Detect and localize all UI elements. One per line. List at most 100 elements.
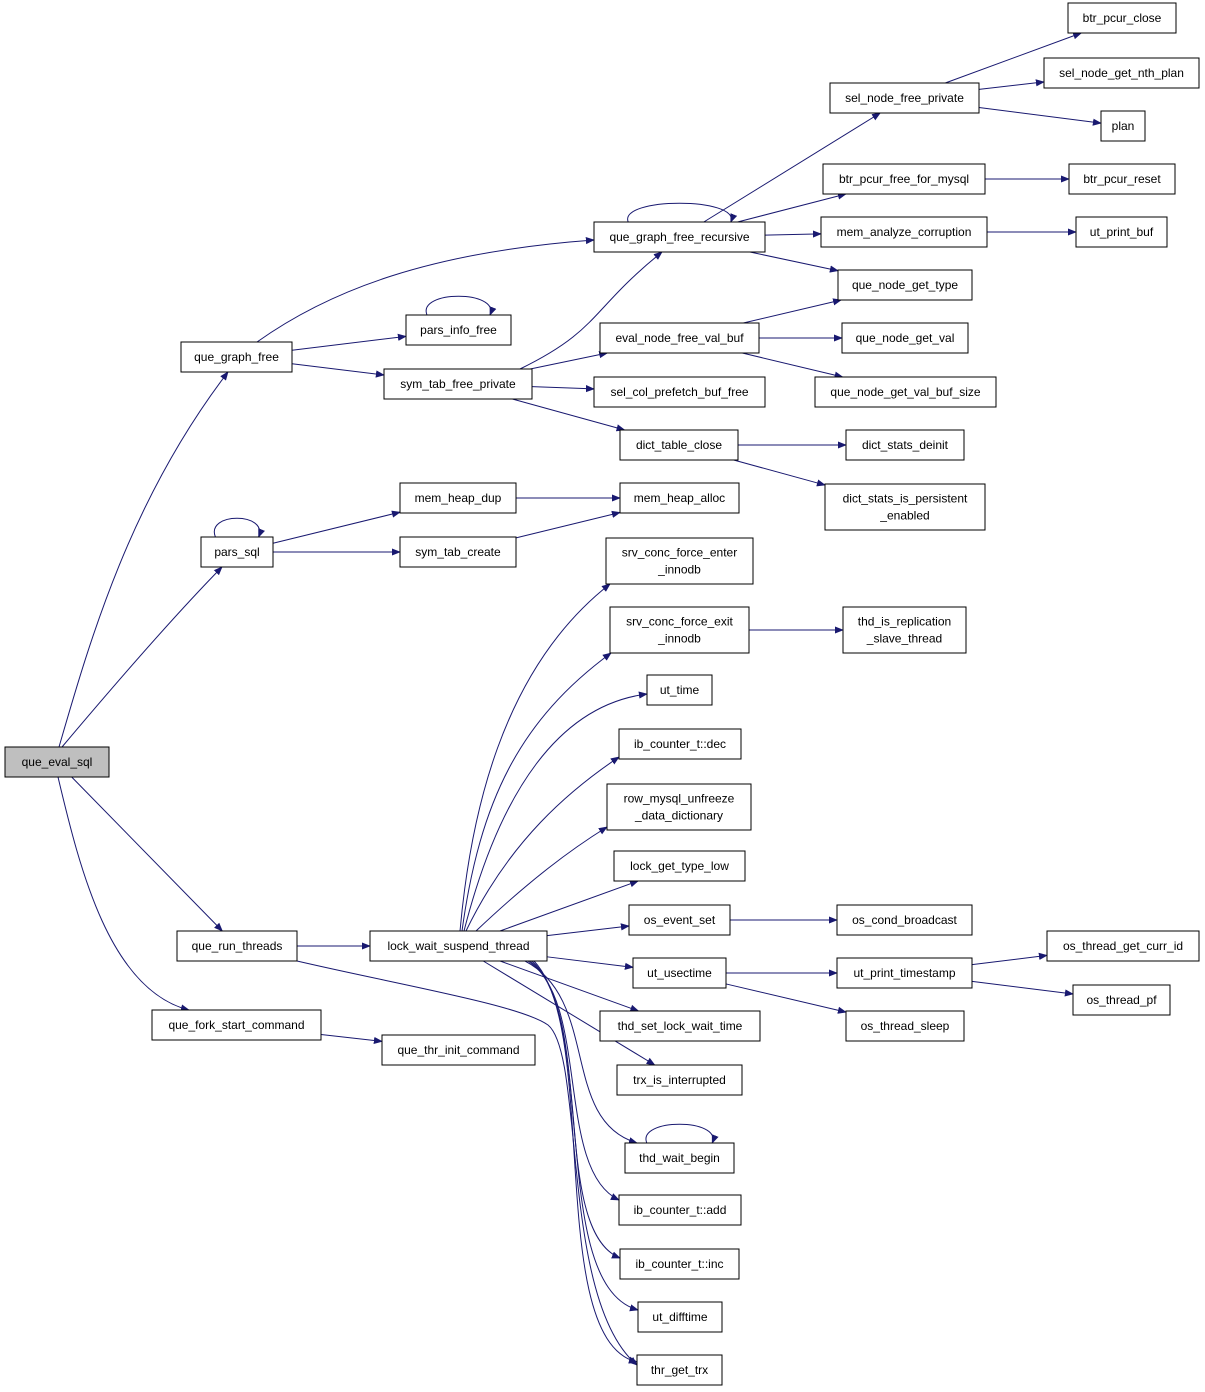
node-ut-print-buf[interactable]: ut_print_buf (1075, 216, 1168, 248)
node-thr-get-trx[interactable]: thr_get_trx (636, 1354, 723, 1386)
node-box (619, 429, 739, 461)
node-box (1046, 930, 1200, 962)
node-que-run-threads[interactable]: que_run_threads (176, 930, 298, 962)
call-edge-que_graph_free-to-que_graph_free_recursive (256, 237, 595, 343)
node-box (619, 482, 740, 514)
node-srv-conc-force-enter-innodb[interactable]: srv_conc_force_enter_innodb (605, 537, 754, 585)
node-ib-counter-t-inc[interactable]: ib_counter_t::inc (619, 1248, 740, 1280)
node-box (619, 1248, 740, 1280)
node-btr-pcur-close[interactable]: btr_pcur_close (1067, 2, 1177, 34)
node-ut-print-timestamp[interactable]: ut_print_timestamp (836, 957, 973, 989)
node-label: lock_get_type_low (630, 859, 729, 873)
node-label: eval_node_free_val_buf (615, 331, 744, 345)
call-edge-eval_node_free_val_buf-to-que_node_get_type (743, 298, 843, 324)
node-plan[interactable]: plan (1100, 110, 1146, 142)
call-edge-thd_wait_begin-to-thd_wait_begin (645, 1123, 719, 1144)
node-label: pars_info_free (420, 323, 497, 337)
node-label: sel_node_get_nth_plan (1059, 66, 1184, 80)
node-que-eval-sql[interactable]: que_eval_sql (4, 746, 110, 778)
node-label: os_thread_get_curr_id (1063, 939, 1183, 953)
node-lock-wait-suspend-thread[interactable]: lock_wait_suspend_thread (369, 930, 548, 962)
call-edge-pars_info_free-to-pars_info_free (425, 295, 497, 316)
node-label: dict_stats_is_persistent (843, 492, 968, 506)
node-thd-set-lock-wait-time[interactable]: thd_set_lock_wait_time (599, 1010, 761, 1042)
node-label: ut_print_buf (1090, 225, 1154, 239)
node-label: plan (1112, 119, 1135, 133)
call-edge-lock_wait_suspend_thread-to-thr_get_trx (533, 960, 638, 1364)
node-btr-pcur-free-for-mysql[interactable]: btr_pcur_free_for_mysql (822, 163, 986, 195)
call-edge-lock_wait_suspend_thread-to-thd_wait_begin (524, 960, 638, 1145)
node-sym-tab-create[interactable]: sym_tab_create (399, 536, 517, 568)
node-que-node-get-val-buf-size[interactable]: que_node_get_val_buf_size (814, 376, 997, 408)
node-que-fork-start-command[interactable]: que_fork_start_command (151, 1009, 322, 1041)
node-row-mysql-unfreeze-data-dictionary[interactable]: row_mysql_unfreeze _data_dictionary (606, 783, 752, 831)
call-edge-sym_tab_free_private-to-sel_col_prefetch_buf_free (531, 385, 595, 393)
node-dict-table-close[interactable]: dict_table_close (619, 429, 739, 461)
node-trx-is-interrupted[interactable]: trx_is_interrupted (616, 1064, 743, 1096)
node-label: os_thread_pf (1086, 993, 1157, 1007)
node-thd-wait-begin[interactable]: thd_wait_begin (624, 1142, 735, 1174)
node-label: os_event_set (644, 913, 716, 927)
node-label: _data_dictionary (634, 809, 723, 823)
node-box (200, 536, 274, 568)
node-btr-pcur-reset[interactable]: btr_pcur_reset (1068, 163, 1176, 195)
node-que-graph-free[interactable]: que_graph_free (180, 341, 293, 373)
node-pars-sql[interactable]: pars_sql (200, 536, 274, 568)
node-box (628, 904, 731, 936)
node-dict-stats-is-persistent-enabled[interactable]: dict_stats_is_persistent _enabled (824, 483, 986, 531)
node-label: _enabled (879, 509, 929, 523)
node-thd-is-replication-slave-thread[interactable]: thd_is_replication_slave_thread (842, 606, 967, 654)
node-os-thread-get-curr-id[interactable]: os_thread_get_curr_id (1046, 930, 1200, 962)
node-box (369, 930, 548, 962)
node-ib-counter-t-dec[interactable]: ib_counter_t::dec (618, 728, 742, 760)
call-edge-ut_usectime-to-os_thread_sleep (725, 983, 847, 1014)
node-ut-usectime[interactable]: ut_usectime (632, 957, 727, 989)
node-box (606, 783, 752, 831)
node-que-thr-init-command[interactable]: que_thr_init_command (381, 1034, 536, 1066)
node-sel-col-prefetch-buf-free[interactable]: sel_col_prefetch_buf_free (593, 376, 766, 408)
node-os-event-set[interactable]: os_event_set (628, 904, 731, 936)
node-que-node-get-type[interactable]: que_node_get_type (837, 269, 973, 301)
call-edge-sym_tab_create-to-mem_heap_alloc (515, 510, 621, 539)
node-ib-counter-t-add[interactable]: ib_counter_t::add (618, 1194, 742, 1226)
node-ut-time[interactable]: ut_time (646, 674, 713, 706)
node-mem-heap-alloc[interactable]: mem_heap_alloc (619, 482, 740, 514)
node-label: ib_counter_t::add (634, 1203, 727, 1217)
node-dict-stats-deinit[interactable]: dict_stats_deinit (845, 429, 965, 461)
node-label: thd_set_lock_wait_time (618, 1019, 743, 1033)
call-edge-lock_wait_suspend_thread-to-srv_conc_force_enter_innodb (459, 583, 611, 932)
node-srv-conc-force-exit-innodb[interactable]: srv_conc_force_exit_innodb (609, 606, 750, 654)
node-label: que_run_threads (192, 939, 283, 953)
node-os-thread-pf[interactable]: os_thread_pf (1072, 984, 1171, 1016)
call-edge-que_eval_sql-to-que_graph_free (58, 371, 229, 748)
node-lock-get-type-low[interactable]: lock_get_type_low (613, 850, 746, 882)
node-pars-info-free[interactable]: pars_info_free (405, 314, 512, 346)
node-mem-heap-dup[interactable]: mem_heap_dup (399, 482, 517, 514)
node-box (593, 376, 766, 408)
node-mem-analyze-corruption[interactable]: mem_analyze_corruption (820, 216, 988, 248)
node-box (399, 482, 517, 514)
node-sel-node-get-nth-plan[interactable]: sel_node_get_nth_plan (1043, 57, 1200, 89)
node-que-graph-free-recursive[interactable]: que_graph_free_recursive (593, 221, 766, 253)
node-os-thread-sleep[interactable]: os_thread_sleep (845, 1010, 965, 1042)
node-box (845, 429, 965, 461)
node-sel-node-free-private[interactable]: sel_node_free_private (829, 82, 980, 114)
node-label: row_mysql_unfreeze (624, 792, 735, 806)
node-box (1068, 163, 1176, 195)
node-eval-node-free-val-buf[interactable]: eval_node_free_val_buf (599, 322, 760, 354)
node-box (646, 674, 713, 706)
call-edge-que_fork_start_command-to-que_thr_init_command (320, 1034, 383, 1045)
node-label: btr_pcur_free_for_mysql (839, 172, 969, 186)
node-que-node-get-val[interactable]: que_node_get_val (841, 322, 969, 354)
node-sym-tab-free-private[interactable]: sym_tab_free_private (383, 368, 533, 400)
node-box (383, 368, 533, 400)
call-edge-lock_wait_suspend_thread-to-ib_counter_t_dec (465, 756, 620, 932)
node-os-cond-broadcast[interactable]: os_cond_broadcast (836, 904, 973, 936)
node-box (4, 746, 110, 778)
node-box (599, 322, 760, 354)
node-label: que_node_get_val (856, 331, 955, 345)
node-ut-difftime[interactable]: ut_difftime (637, 1301, 723, 1333)
call-edge-pars_sql-to-mem_heap_dup (272, 510, 401, 544)
call-edge-que_graph_free-to-pars_info_free (291, 333, 407, 351)
node-box (822, 163, 986, 195)
